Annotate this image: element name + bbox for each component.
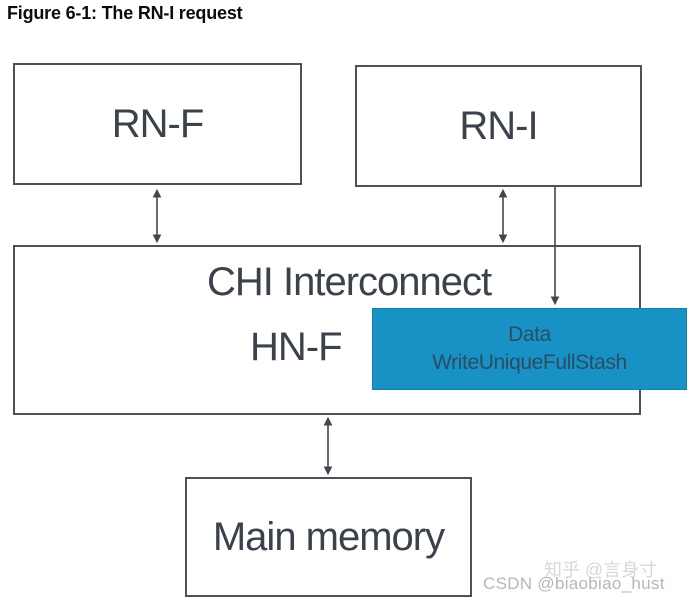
stash-message-box: Data WriteUniqueFullStash [372, 308, 687, 390]
watermark-csdn: CSDN @biaobiao_hust [483, 574, 665, 593]
hn-f-label: HN-F [250, 325, 343, 369]
node-main-memory: Main memory [185, 477, 472, 597]
figure-title: Figure 6-1: The RN-I request [7, 3, 243, 23]
node-rn-f: RN-F [13, 63, 302, 185]
node-rn-i-label: RN-I [459, 103, 538, 148]
stash-message-line1: Data [508, 323, 551, 346]
node-rn-f-label: RN-F [111, 101, 205, 146]
chi-interconnect-label: CHI Interconnect [207, 260, 492, 304]
watermark-zhihu: 知乎 @言身寸 [544, 560, 658, 580]
node-main-memory-label: Main memory [212, 514, 445, 559]
stash-message-line2: WriteUniqueFullStash [432, 351, 627, 374]
node-rn-i: RN-I [355, 65, 642, 187]
